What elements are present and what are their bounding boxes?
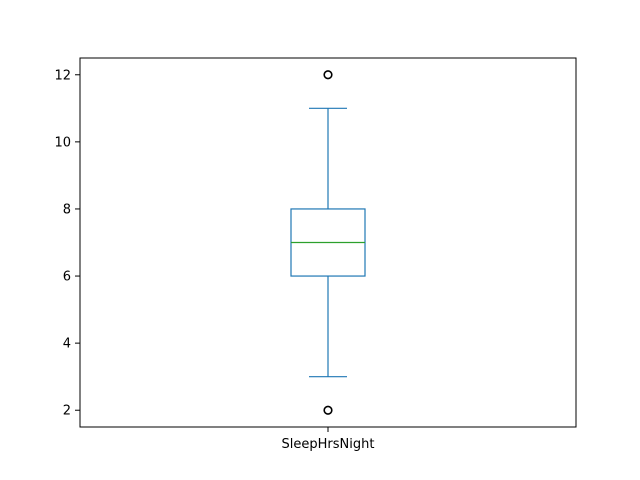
y-tick-label: 4: [63, 337, 71, 352]
y-tick-label: 8: [63, 202, 71, 217]
outlier-point: [323, 70, 333, 80]
plot-area: [290, 70, 366, 415]
x-axis-ticks: SleepHrsNight: [282, 427, 375, 452]
outlier-point: [323, 405, 333, 415]
y-axis-ticks: 2 4 6 8 10 12: [54, 68, 80, 419]
y-tick-label: 2: [63, 404, 71, 419]
y-tick-label: 12: [54, 68, 71, 83]
axes-frame: [79, 57, 577, 428]
y-tick-label: 10: [54, 135, 71, 150]
y-tick-label: 6: [63, 270, 71, 285]
x-tick-label: SleepHrsNight: [282, 437, 375, 452]
